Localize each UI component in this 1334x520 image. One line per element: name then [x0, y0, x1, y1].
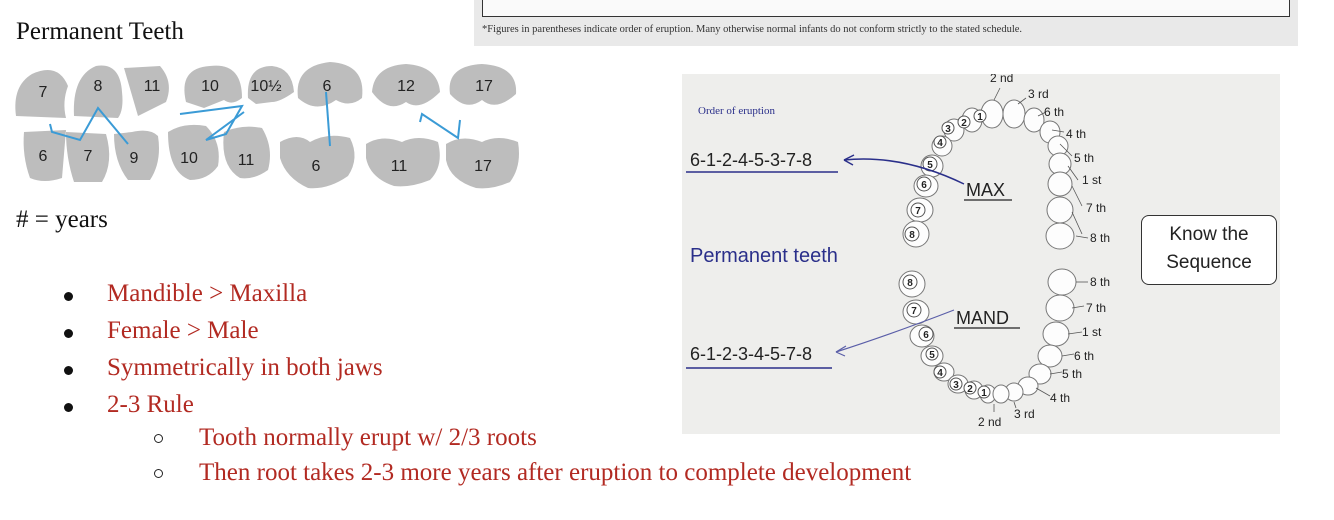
- lower-ordinal-5th: 5 th: [1062, 367, 1082, 381]
- footnote-strip: *Figures in parentheses indicate order o…: [474, 0, 1298, 46]
- lower-age-2: 7: [84, 148, 93, 165]
- upper-ordinal-1st: 1 st: [1082, 173, 1102, 187]
- chart-heading: Order of eruption: [698, 105, 775, 117]
- lower-age-7: 11: [391, 158, 408, 175]
- upper-ordinal-5th: 5 th: [1074, 151, 1094, 165]
- lower-ordinal-7th: 7 th: [1086, 301, 1106, 315]
- upper-ordinal-3rd: 3 rd: [1028, 87, 1049, 101]
- upper-ordinal-4th: 4 th: [1066, 127, 1086, 141]
- upper-age-5: 10½: [250, 78, 281, 95]
- upper-num-1: 1: [977, 112, 983, 123]
- sub-bullet-ring: [154, 469, 163, 478]
- lower-ordinal-4th: 4 th: [1050, 391, 1070, 405]
- lower-age-1: 6: [39, 148, 48, 165]
- upper-num-7: 7: [915, 206, 921, 217]
- upper-num-2: 2: [961, 118, 967, 129]
- connector-line-4: [420, 114, 460, 138]
- lower-num-5: 5: [929, 350, 935, 361]
- upper-tooth-central-b: [1003, 100, 1025, 128]
- lower-age-8: 17: [474, 158, 492, 175]
- upper-ordinal-8th: 8 th: [1090, 231, 1110, 245]
- callout-line-2: Sequence: [1142, 249, 1276, 277]
- bullet-dot: [64, 329, 73, 338]
- lower-ordinal-2nd: 2 nd: [978, 415, 1001, 429]
- callout-line-1: Know the: [1142, 221, 1276, 249]
- footnote-text: *Figures in parentheses indicate order o…: [482, 24, 1022, 35]
- mand-label: MAND: [956, 308, 1009, 328]
- upper-age-4: 10: [201, 78, 219, 95]
- lower-age-3: 9: [130, 150, 139, 167]
- upper-num-4: 4: [937, 138, 943, 149]
- lower-age-6: 6: [312, 158, 321, 175]
- sub-bullet-ring: [154, 434, 163, 443]
- mand-sequence: 6-1-2-3-4-5-7-8: [690, 344, 812, 364]
- lower-num-3: 3: [953, 380, 959, 391]
- upper-ordinal-6th: 6 th: [1044, 105, 1064, 119]
- upper-age-3: 11: [144, 78, 161, 95]
- upper-age-8: 17: [475, 78, 493, 95]
- tooth-age-diagram: 7 8 11 10 10½ 6 12 17 6 7 9 10 11 6 11 1…: [10, 62, 525, 197]
- bullet-dot: [64, 366, 73, 375]
- page-title: Permanent Teeth: [16, 18, 184, 46]
- upper-age-1: 7: [39, 84, 48, 101]
- upper-age-7: 12: [397, 78, 415, 95]
- lower-num-4: 4: [937, 368, 943, 379]
- upper-age-6: 6: [323, 78, 332, 95]
- lower-num-6: 6: [923, 330, 929, 341]
- upper-age-2: 8: [94, 78, 103, 95]
- lower-num-1: 1: [981, 388, 987, 399]
- footnote-frame: [482, 0, 1290, 17]
- lower-age-5: 11: [238, 152, 255, 169]
- upper-ordinal-7th: 7 th: [1086, 201, 1106, 215]
- lower-num-7: 7: [911, 306, 917, 317]
- bullet-dot: [64, 403, 73, 412]
- lower-age-4: 10: [180, 150, 198, 167]
- upper-num-3: 3: [945, 124, 951, 135]
- lower-ordinal-3rd: 3 rd: [1014, 407, 1035, 421]
- permanent-teeth-label: Permanent teeth: [690, 245, 838, 267]
- know-sequence-callout: Know the Sequence: [1141, 215, 1277, 285]
- lower-ordinal-1st: 1 st: [1082, 325, 1102, 339]
- years-legend: # = years: [16, 206, 108, 234]
- lower-num-8: 8: [907, 278, 913, 289]
- lower-num-2: 2: [967, 384, 973, 395]
- lower-ordinal-8th: 8 th: [1090, 275, 1110, 289]
- bullet-dot: [64, 292, 73, 301]
- lower-ordinal-6th: 6 th: [1074, 349, 1094, 363]
- max-sequence: 6-1-2-4-5-3-7-8: [690, 150, 812, 170]
- upper-num-8: 8: [909, 230, 915, 241]
- upper-ordinal-2nd: 2 nd: [990, 74, 1013, 85]
- upper-num-6: 6: [921, 180, 927, 191]
- max-label: MAX: [966, 180, 1005, 200]
